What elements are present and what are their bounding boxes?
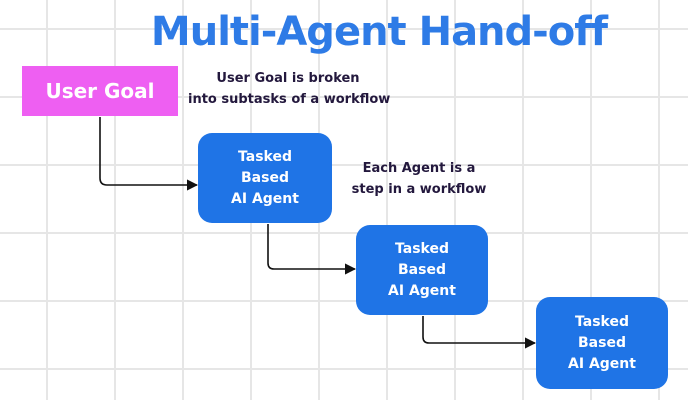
user-goal-box: User Goal (22, 66, 178, 116)
agent-note: Each Agent is a step in a workflow (349, 158, 489, 200)
arrow-agent-2-to-agent-3 (422, 316, 537, 349)
diagram-title: Multi-Agent Hand-off (150, 9, 608, 55)
agent-3-line-2: Based (578, 334, 626, 351)
agent-3-line-3: AI Agent (568, 355, 636, 372)
arrow-agent-1-to-agent-2 (267, 224, 357, 275)
agent-2-line-1: Tasked (395, 240, 449, 257)
agent-note-line-1: Each Agent is a (362, 161, 476, 176)
agent-2-line-2: Based (398, 261, 446, 278)
agent-2-line-3: AI Agent (388, 282, 456, 299)
agent-3-line-1: Tasked (575, 313, 629, 330)
agent-note-line-2: step in a workflow (351, 182, 487, 197)
agent-box-2: Tasked Based AI Agent (356, 225, 488, 315)
goal-note-line-2: into subtasks of a workflow (188, 92, 391, 107)
agent-box-1: Tasked Based AI Agent (198, 133, 332, 223)
goal-note: User Goal is broken into subtasks of a w… (188, 68, 391, 110)
agent-1-line-2: Based (241, 169, 289, 186)
agent-box-3: Tasked Based AI Agent (536, 297, 668, 389)
goal-note-line-1: User Goal is broken (216, 71, 360, 86)
agent-1-line-1: Tasked (238, 148, 292, 165)
arrow-goal-to-agent-1 (99, 117, 199, 191)
agent-1-line-3: AI Agent (231, 190, 299, 207)
